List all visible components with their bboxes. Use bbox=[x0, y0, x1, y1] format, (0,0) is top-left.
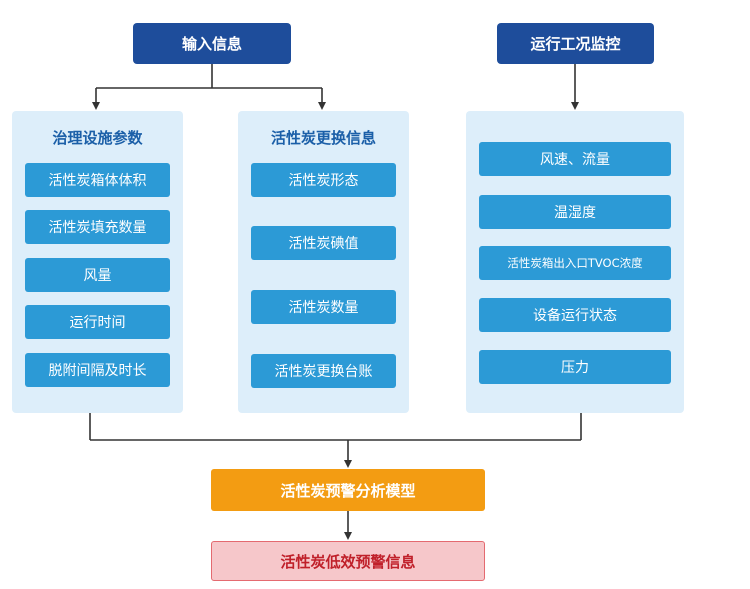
item-run-time: 运行时间 bbox=[25, 305, 170, 339]
operation-panel: 风速、流量 温湿度 活性炭箱出入口TVOC浓度 设备运行状态 压力 bbox=[466, 111, 684, 413]
item-tvoc-concentration: 活性炭箱出入口TVOC浓度 bbox=[479, 246, 671, 280]
governance-panel: 治理设施参数 活性炭箱体体积 活性炭填充数量 风量 运行时间 脱附间隔及时长 bbox=[12, 111, 183, 413]
replacement-panel-title: 活性炭更换信息 bbox=[270, 129, 376, 147]
item-pressure: 压力 bbox=[479, 350, 671, 384]
item-wind-speed-flow: 风速、流量 bbox=[479, 142, 671, 176]
monitoring-header: 运行工况监控 bbox=[497, 23, 654, 64]
item-carbon-quantity: 活性炭数量 bbox=[251, 290, 396, 324]
replacement-panel: 活性炭更换信息 活性炭形态 活性炭碘值 活性炭数量 活性炭更换台账 bbox=[238, 111, 409, 413]
low-efficiency-alert-box: 活性炭低效预警信息 bbox=[211, 541, 485, 581]
governance-panel-title: 治理设施参数 bbox=[52, 129, 143, 147]
item-air-volume: 风量 bbox=[25, 258, 170, 292]
input-info-header: 输入信息 bbox=[133, 23, 291, 64]
item-replacement-ledger: 活性炭更换台账 bbox=[251, 354, 396, 388]
item-equipment-status: 设备运行状态 bbox=[479, 298, 671, 332]
item-fill-quantity: 活性炭填充数量 bbox=[25, 210, 170, 244]
item-box-volume: 活性炭箱体体积 bbox=[25, 163, 170, 197]
item-carbon-form: 活性炭形态 bbox=[251, 163, 396, 197]
warning-model-box: 活性炭预警分析模型 bbox=[211, 469, 485, 511]
item-temp-humidity: 温湿度 bbox=[479, 195, 671, 229]
item-iodine-value: 活性炭碘值 bbox=[251, 226, 396, 260]
item-desorption-interval: 脱附间隔及时长 bbox=[25, 353, 170, 387]
